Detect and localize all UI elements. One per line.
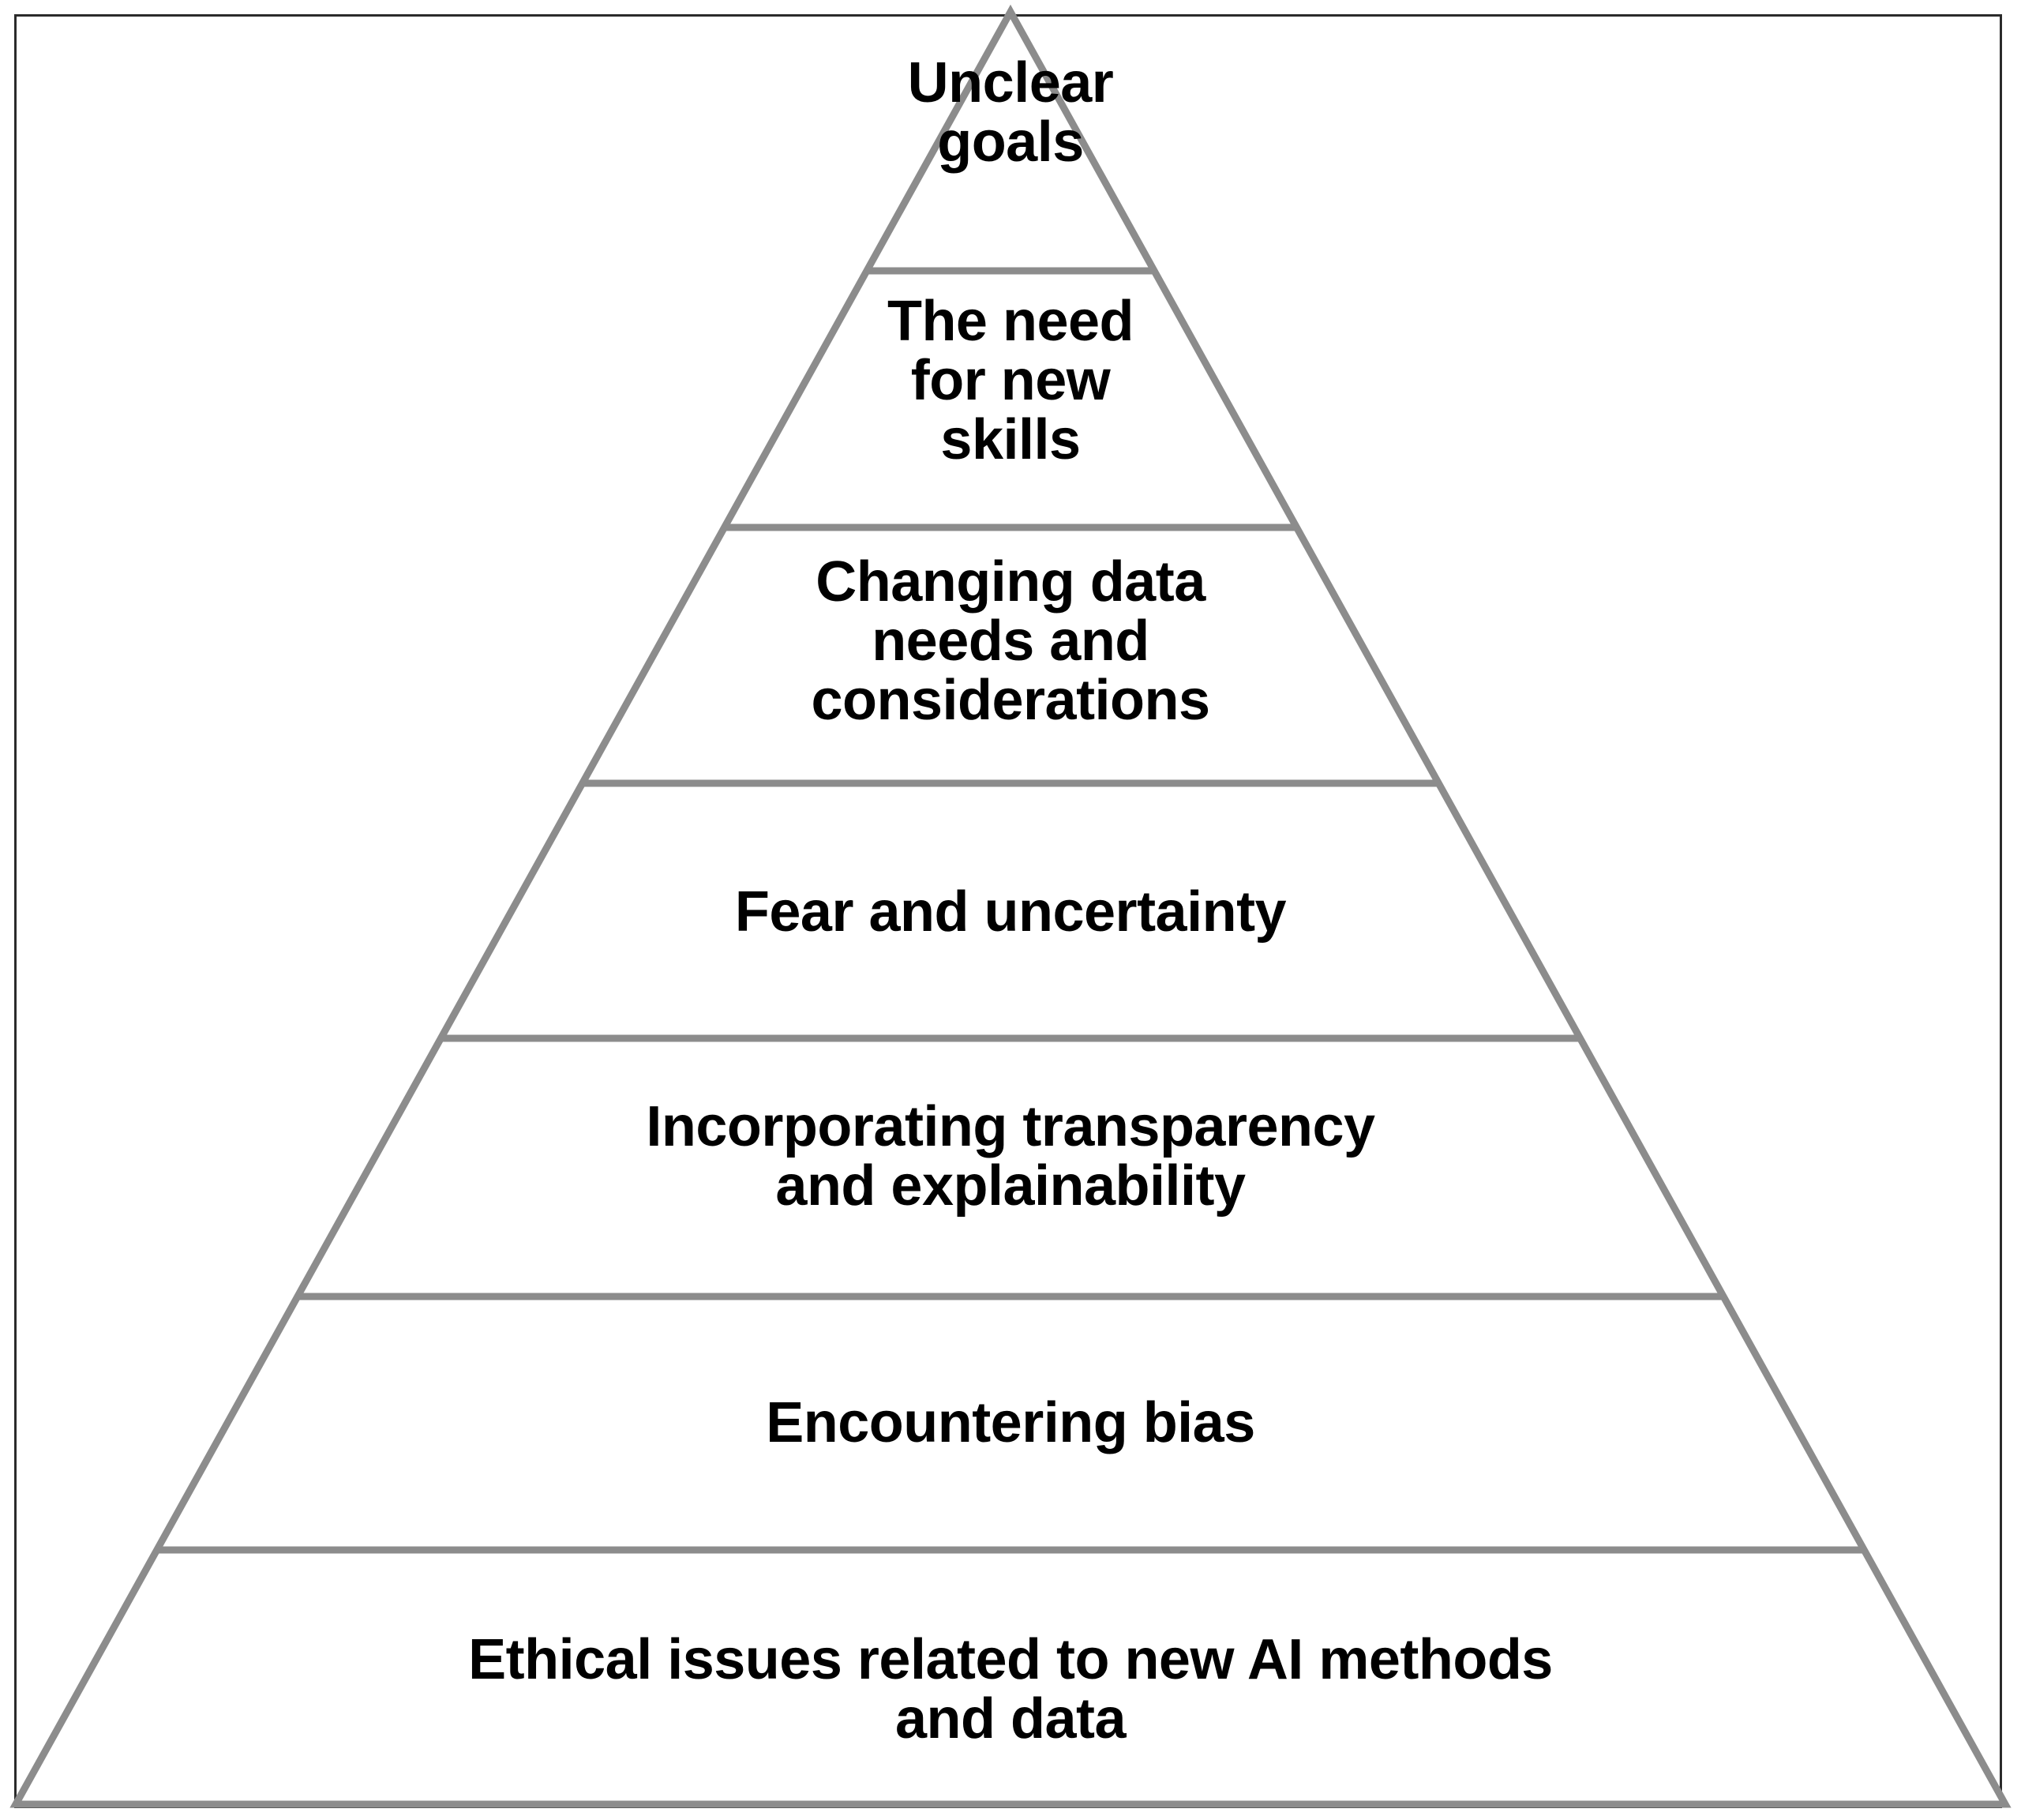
- pyramid-level-6-label: Encountering bias: [766, 1391, 1255, 1454]
- pyramid-level-1-label: Unclear goals: [907, 51, 1114, 174]
- pyramid-level-7-label: Ethical issues related to new AI methods…: [468, 1628, 1553, 1751]
- pyramid-level-2-label: The need for new skills: [887, 290, 1134, 471]
- pyramid-triangle: [9, 4, 2012, 1808]
- pyramid-level-4-label: Fear and uncertainty: [734, 880, 1287, 944]
- pyramid-level-3-label: Changing data needs and considerations: [811, 550, 1210, 732]
- pyramid-level-5-label: Incorporating transparency and explainab…: [646, 1095, 1375, 1218]
